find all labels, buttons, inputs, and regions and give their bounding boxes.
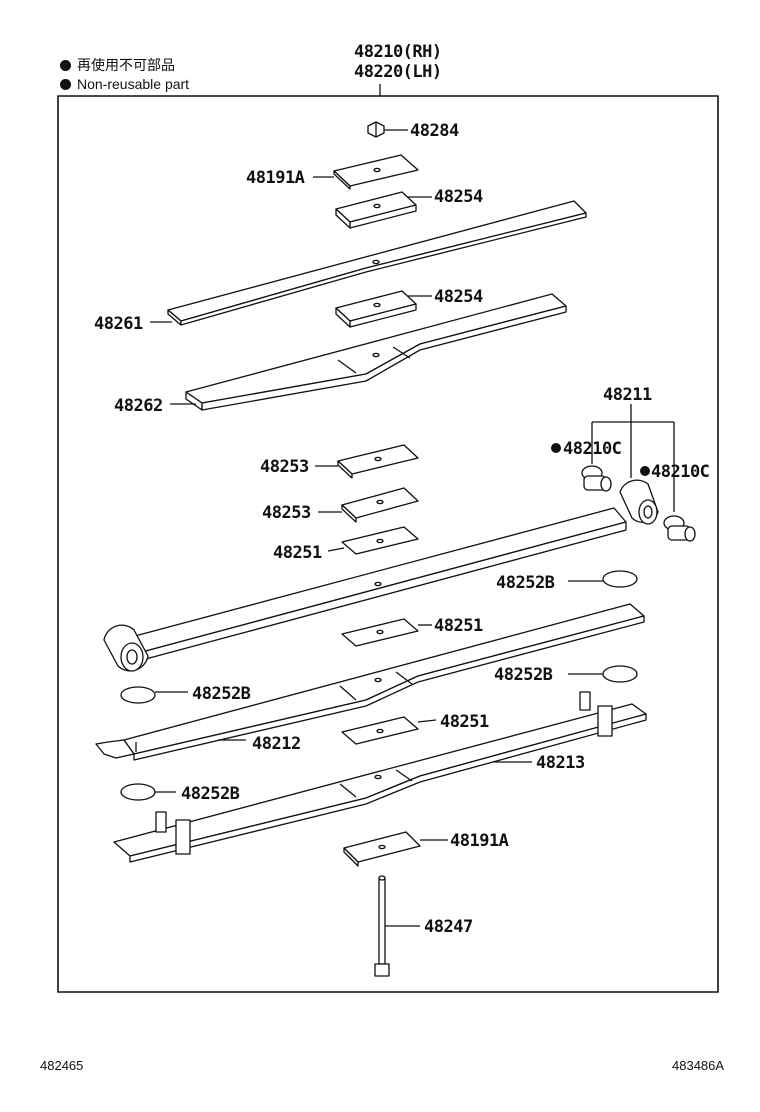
label-48212: 48212 [252,734,301,754]
legend-en-text: Non-reusable part [77,76,190,92]
label-48191a-bottom: 48191A [450,831,509,851]
shim-48251-b [341,618,432,647]
footer-left-code: 482465 [40,1058,84,1073]
label-48251-c: 48251 [440,712,489,732]
shim-48251-a [327,526,419,555]
label-48247: 48247 [424,917,473,937]
label-48254-mid: 48254 [434,287,483,307]
pad-48252b-a [602,570,638,588]
pad-48253-b [318,487,419,523]
label-48261: 48261 [94,314,143,334]
label-48252b-d: 48252B [181,784,240,804]
non-reusable-dot-icon [60,60,71,71]
center-bolt-48247 [374,875,420,977]
label-48253-a: 48253 [260,457,309,477]
footer-right-code: 483486A [672,1058,725,1073]
label-48262: 48262 [114,396,163,416]
label-48252b-a: 48252B [496,573,555,593]
legend-non-reusable-en: Non-reusable part [60,75,189,93]
label-48251-b: 48251 [434,616,483,636]
leader-48211-bracket [591,404,675,512]
label-48210c-left: 48210C [563,439,621,459]
label-48254-top: 48254 [434,187,483,207]
spacer-48254-top [335,191,432,229]
non-reusable-dot-icon [640,466,650,476]
leaf-spring-48213 [113,691,647,863]
label-48253-b: 48253 [262,503,311,523]
pad-48191a-bottom [343,831,448,867]
leaf-spring-48212 [95,603,645,761]
label-48210c-right: 48210C [651,462,709,482]
pad-48252b-d [120,783,156,801]
leaf-spring-48262 [170,293,567,411]
pad-48252b-b [120,686,156,704]
non-reusable-dot-icon [551,443,561,453]
label-48211: 48211 [603,385,652,405]
nut-48284 [367,121,408,138]
label-48213: 48213 [536,753,585,773]
legend-non-reusable-jp: 再使用不可部品 [60,56,175,74]
assembly-number-lh: 48220(LH) [354,62,442,82]
pad-48252b-c [602,665,638,683]
non-reusable-dot-icon [60,79,71,90]
label-48251-a: 48251 [273,543,322,563]
label-48191a-top: 48191A [246,168,305,188]
pad-48253-a [315,444,419,479]
bushing-48210c-right [663,515,696,542]
legend-jp-text: 再使用不可部品 [77,57,175,73]
main-leaf-48211 [103,479,659,672]
diagram-frame [57,95,719,993]
assembly-number-rh: 48210(RH) [354,42,442,62]
pad-48191a-top [313,154,419,190]
label-48284: 48284 [410,121,459,141]
label-48252b-b: 48252B [192,684,251,704]
label-48252b-c: 48252B [494,665,553,685]
shim-48251-c [341,716,437,745]
leaf-spring-48261 [150,200,587,326]
bushing-48210c-left [581,465,612,492]
spacer-48254-mid [335,290,432,328]
